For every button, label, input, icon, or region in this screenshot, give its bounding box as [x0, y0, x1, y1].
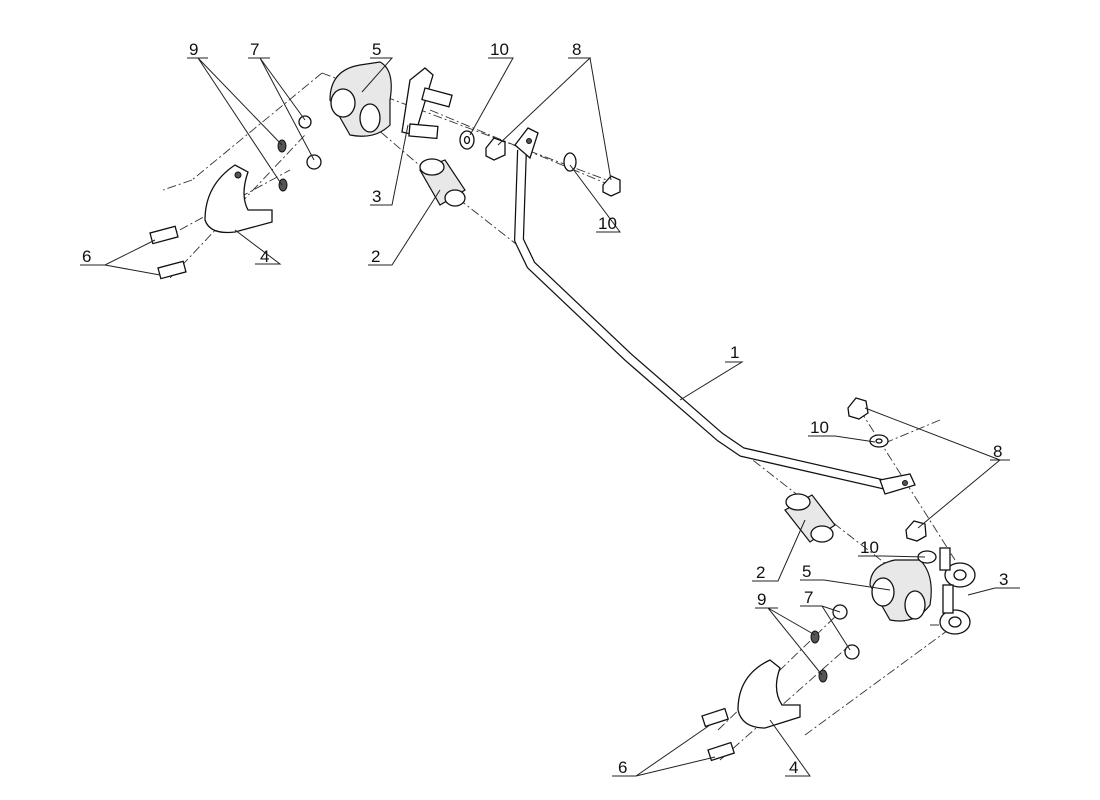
callout-5: 5	[372, 40, 381, 59]
callout-3: 3	[999, 570, 1008, 589]
callout-3: 3	[372, 187, 381, 206]
callout-8: 8	[993, 442, 1002, 461]
bushing-top	[419, 158, 466, 207]
callout-10: 10	[810, 418, 829, 437]
callout-4: 4	[789, 758, 798, 777]
callout-2: 2	[756, 563, 765, 582]
nuts-washers-top	[277, 115, 621, 197]
stabilizer-bar	[514, 127, 916, 495]
end-link-bottom	[939, 547, 976, 635]
leader-lines	[80, 57, 1020, 777]
callout-9: 9	[189, 40, 198, 59]
callout-10: 10	[490, 40, 509, 59]
callout-5: 5	[802, 562, 811, 581]
bushing-bracket-bottom	[869, 559, 932, 622]
callout-10: 10	[598, 214, 617, 233]
bushing-bottom	[784, 493, 836, 543]
callout-2: 2	[371, 247, 380, 266]
end-link-top	[401, 67, 453, 140]
bushing-bracket-top	[329, 61, 392, 137]
bolts-bottom	[701, 707, 736, 762]
callout-9: 9	[757, 590, 766, 609]
clamp-bottom	[737, 659, 801, 729]
callout-8: 8	[572, 40, 581, 59]
callout-6: 6	[82, 247, 91, 266]
callout-6: 6	[618, 758, 627, 777]
callout-labels: 9 7 5 10 8 3 10 2 4 6 1 10 8 10 2 5 3 9 …	[82, 40, 1008, 777]
callout-1: 1	[730, 343, 739, 362]
callout-10: 10	[860, 538, 879, 557]
callout-4: 4	[260, 247, 269, 266]
assembly-centerlines	[162, 72, 956, 761]
callout-7: 7	[250, 40, 259, 59]
clamp-top	[204, 164, 273, 234]
bolts-top	[149, 225, 187, 280]
callout-7: 7	[804, 588, 813, 607]
